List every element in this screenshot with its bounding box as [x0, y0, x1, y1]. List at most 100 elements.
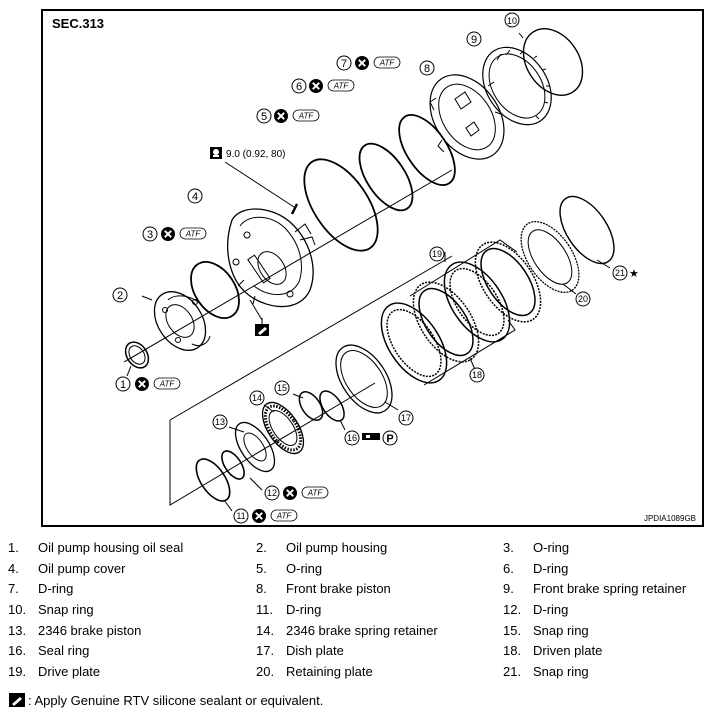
- legend-item-number: 5.: [256, 560, 267, 576]
- legend-item-name: D-ring: [38, 581, 74, 597]
- front-brake-spring-retainer: [482, 46, 552, 126]
- callout-text: 5: [261, 111, 267, 123]
- callout-text: 20: [578, 294, 588, 304]
- callout-17: [398, 410, 414, 426]
- callout-3: [142, 226, 158, 242]
- callout-labels: [112, 12, 628, 524]
- legend-item-name: O-ring: [533, 540, 570, 555]
- snap-ring-10: [518, 28, 584, 96]
- atf-badge: [373, 56, 401, 69]
- callout-16: [344, 430, 360, 446]
- legend-item-number: 18.: [503, 643, 522, 659]
- d-ring-11: [195, 458, 233, 512]
- atf-text: ATF: [333, 82, 350, 91]
- snap-ring-21: [559, 195, 615, 269]
- legend-item-number: 11.: [256, 602, 274, 618]
- legend-item-number: 15.: [503, 622, 522, 638]
- legend-item-number: 13.: [8, 622, 27, 638]
- legend-item-number: 1.: [8, 540, 19, 555]
- oil-pump-housing: [141, 291, 211, 351]
- legend-item-number: 14.: [256, 622, 275, 638]
- legend-item-name: Front brake piston: [286, 581, 391, 597]
- no-reuse-icon: [273, 108, 289, 124]
- legend-item-name: 2346 brake spring retainer: [286, 622, 438, 638]
- callout-1: [115, 376, 131, 392]
- snap-ring-15: [292, 391, 324, 421]
- seal-ring-tool-icon: [362, 433, 380, 440]
- callout-text: 13: [215, 417, 225, 427]
- callout-9: [466, 31, 482, 47]
- legend-item-number: 7.: [8, 581, 19, 597]
- callout-text: 10: [507, 16, 517, 26]
- legend-item-name: Driven plate: [533, 643, 603, 659]
- legend-item-number: 21.: [503, 664, 522, 680]
- legend-item-number: 16.: [8, 643, 27, 659]
- legend-item-number: 12.: [503, 602, 522, 618]
- legend-item-name: Dish plate: [286, 643, 344, 659]
- callout-8: [419, 60, 435, 76]
- legend-item-name: Snap ring: [533, 622, 589, 638]
- retaining-plate: [520, 220, 580, 295]
- brake-piston-2346: [228, 421, 276, 473]
- no-reuse-icon: [160, 226, 176, 242]
- no-reuse-icon: [282, 485, 298, 501]
- no-reuse-icon: [308, 78, 324, 94]
- legend-item-number: 4.: [8, 560, 19, 576]
- legend-item-number: 10.: [8, 602, 27, 618]
- legend-item-name: Front brake spring retainer: [533, 581, 687, 597]
- callout-text: 6: [296, 81, 302, 93]
- sealant-icon: [255, 324, 269, 336]
- dish-plate: [335, 344, 399, 414]
- no-reuse-icon: [354, 55, 370, 71]
- petroleum-jelly-label: P: [386, 433, 393, 445]
- callout-text: 4: [192, 191, 198, 203]
- legend-item-name: D-ring: [533, 602, 569, 618]
- callout-10: [504, 12, 520, 28]
- legend-item-name: Oil pump housing oil seal: [38, 540, 184, 555]
- legend-item-number: 6.: [503, 560, 514, 576]
- callout-11: [233, 508, 249, 524]
- legend-item-number: 17.: [256, 643, 275, 659]
- torque-icon: [210, 147, 222, 159]
- atf-badge: [301, 486, 329, 499]
- atf-text: ATF: [185, 230, 202, 239]
- callout-text: 18: [472, 370, 482, 380]
- exploded-view-diagram: 1 2 3 4 5 6 7 8 9 10 11 12 13 14 15 16 1…: [112, 12, 639, 524]
- figure-code: JPDIA1089GB: [643, 514, 696, 523]
- no-reuse-icon: [251, 508, 267, 524]
- callout-text: 17: [401, 413, 411, 423]
- callout-13: [212, 414, 228, 430]
- legend-item-number: 8.: [256, 581, 267, 597]
- callout-text: 12: [267, 488, 277, 498]
- callout-18: [469, 367, 485, 383]
- sealant-note: : Apply Genuine RTV silicone sealant or …: [8, 692, 323, 708]
- legend-item-name: O-ring: [286, 560, 323, 576]
- diagram-frame: [41, 9, 704, 527]
- brake-spring-retainer-2346: [261, 401, 305, 455]
- legend-item-number: 3.: [503, 540, 514, 555]
- legend-item-name: Oil pump cover: [38, 560, 126, 576]
- callout-text: 19: [432, 249, 442, 259]
- callout-text: 1: [120, 379, 126, 391]
- callout-text: 7: [341, 58, 347, 70]
- sealant-note-text: : Apply Genuine RTV silicone sealant or …: [28, 692, 324, 708]
- d-ring-12: [221, 450, 263, 491]
- callout-6: [291, 78, 307, 94]
- section-label: SEC.313: [52, 16, 105, 31]
- callout-text: 2: [117, 290, 123, 302]
- o-ring-3: [190, 261, 240, 319]
- callout-15: [274, 380, 290, 396]
- callout-text: 11: [236, 511, 245, 521]
- oil-pump-cover: [227, 208, 316, 321]
- callout-12: [264, 485, 280, 501]
- atf-text: ATF: [298, 112, 315, 121]
- callout-text: 8: [424, 63, 430, 75]
- callout-21: [612, 265, 628, 281]
